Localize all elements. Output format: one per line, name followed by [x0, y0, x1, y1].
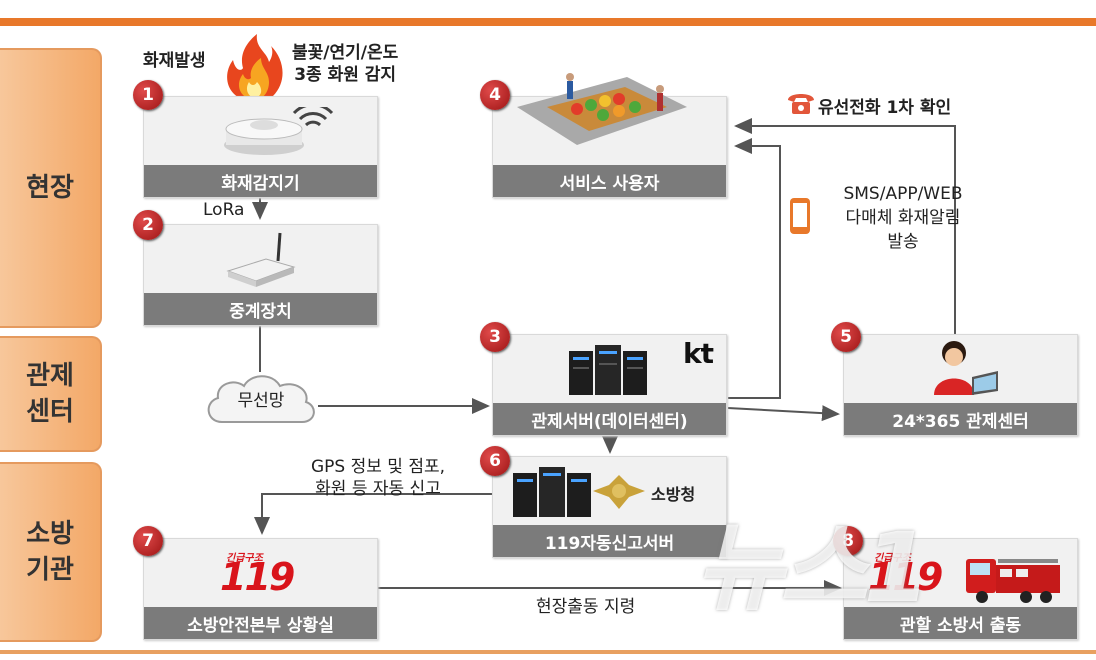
sms-line-2: 다매체 화재알림	[845, 208, 961, 228]
server-rack-icon	[569, 345, 647, 395]
lora-label: LoRa	[203, 200, 245, 220]
badge-3: 3	[480, 322, 510, 352]
section-control-label-2: 센터	[26, 397, 74, 427]
sms-alert-text: SMS/APP/WEB 다매체 화재알림 발송	[818, 182, 988, 254]
gps-report-text: GPS 정보 및 점포, 화원 등 자동 신고	[290, 456, 466, 500]
node-fire-detector: 화재감지기	[143, 96, 378, 198]
cloud-icon	[207, 375, 315, 423]
situation-room-label: 소방안전본부 상황실	[144, 607, 377, 639]
sms-line-1: SMS/APP/WEB	[843, 184, 963, 204]
node-fire-station-dispatch: 긴급구조 119 관할 소방서 출동	[843, 538, 1078, 640]
smartphone-icon	[790, 198, 810, 234]
detector-device-icon	[224, 107, 334, 155]
control-center-label: 24*365 관제센터	[844, 403, 1077, 435]
situation-119-logo-small: 긴급구조	[226, 553, 263, 564]
node-control-server: kt 관제서버(데이터센터)	[492, 334, 727, 436]
section-fire-agency: 소방 기관	[0, 462, 102, 642]
section-fire-label-2: 기관	[26, 555, 74, 585]
section-site: 현장	[0, 48, 102, 328]
section-control-center: 관제 센터	[0, 336, 102, 452]
fire-detect-line-2: 3종 화원 감지	[294, 65, 397, 85]
gps-line-2: 화원 등 자동 신고	[315, 479, 441, 499]
auto-report-server-label: 119자동신고서버	[493, 525, 726, 557]
operator-icon	[934, 341, 998, 395]
node-service-user: 서비스 사용자	[492, 73, 727, 198]
node-control-center: 24*365 관제센터	[843, 334, 1078, 436]
fire-station-label: 관할 소방서 출동	[844, 607, 1077, 639]
node-situation-room: 긴급구조 119 소방안전본부 상황실	[143, 538, 378, 640]
section-fire-label-1: 소방	[26, 519, 74, 549]
fire-detect-line-1: 불꽃/연기/온도	[292, 43, 399, 63]
phone-confirm-text: 유선전화 1차 확인	[818, 98, 952, 118]
market-stall-icon	[517, 73, 687, 145]
arrow-server-to-user-sms	[728, 138, 781, 399]
gps-line-1: GPS 정보 및 점포,	[310, 457, 446, 477]
badge-7: 7	[133, 526, 163, 556]
badge-6: 6	[480, 446, 510, 476]
arrow-center-to-user-phone	[734, 118, 956, 336]
fire-event-text: 화재발생	[143, 51, 206, 71]
detector-label: 화재감지기	[144, 165, 377, 197]
badge-5: 5	[831, 322, 861, 352]
telephone-icon	[788, 94, 814, 114]
kt-logo: kt	[683, 337, 714, 370]
fire-detect-text: 불꽃/연기/온도 3종 화원 감지	[292, 42, 398, 86]
sms-line-3: 발송	[887, 232, 919, 252]
badge-2: 2	[133, 210, 163, 240]
news1-watermark: 뉴스1	[695, 512, 930, 624]
section-control-label-1: 관제	[26, 361, 74, 391]
fire-agency-emblem-icon	[593, 475, 645, 509]
service-user-label: 서비스 사용자	[493, 165, 726, 197]
badge-8: 8	[833, 526, 863, 556]
situation-119-logo: 119	[220, 555, 295, 599]
arrow-auto-server-to-situation	[254, 493, 492, 535]
node-relay-device: 중계장치	[143, 224, 378, 326]
arrow-server-to-center	[727, 405, 840, 422]
station-119-logo: 119	[868, 555, 943, 599]
fire-agency-logo-text: 소방청	[651, 485, 696, 504]
flame-icon	[227, 34, 283, 102]
bottom-accent-bar	[0, 650, 1096, 654]
node-auto-report-server: 소방청 119자동신고서버	[492, 456, 727, 558]
wireless-network-label: 무선망	[237, 391, 285, 411]
fire-truck-icon	[966, 559, 1060, 603]
top-accent-bar	[0, 18, 1096, 26]
relay-device-icon	[226, 232, 296, 287]
dispatch-order-text: 현장출동 지령	[536, 597, 636, 617]
badge-1: 1	[133, 80, 163, 110]
control-server-label: 관제서버(데이터센터)	[493, 403, 726, 435]
relay-label: 중계장치	[144, 293, 377, 325]
badge-4: 4	[480, 80, 510, 110]
report-server-rack-icon	[513, 467, 591, 517]
section-site-label: 현장	[26, 173, 74, 203]
station-119-logo-small: 긴급구조	[874, 553, 911, 564]
